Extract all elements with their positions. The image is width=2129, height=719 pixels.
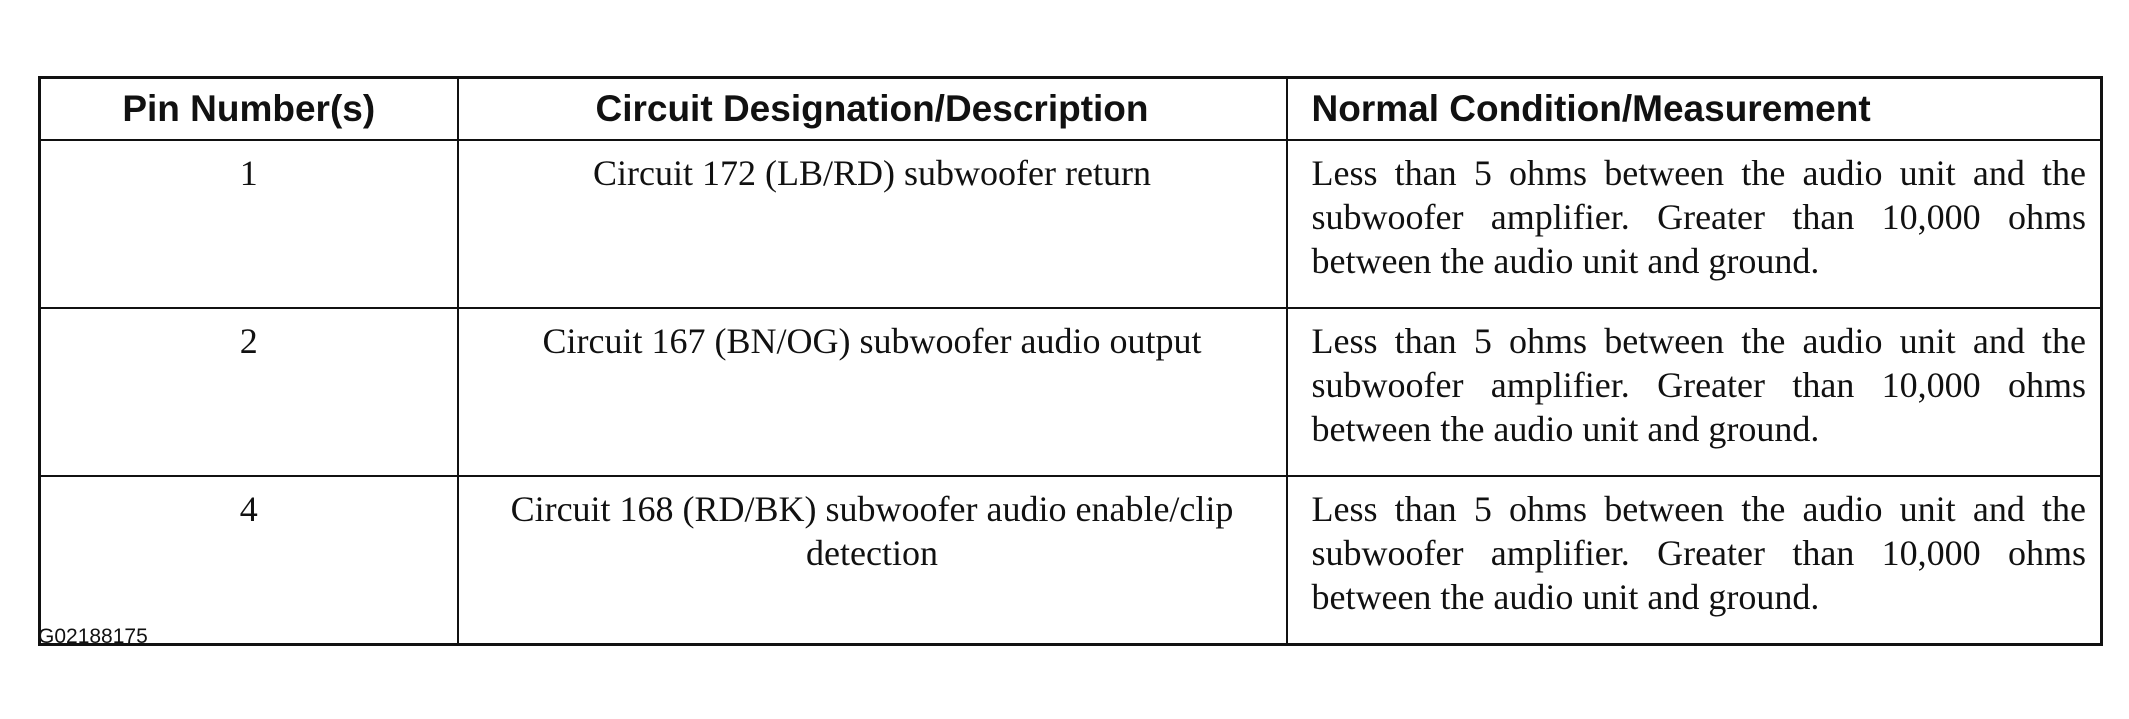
- table-header-row: Pin Number(s) Circuit Designation/Descri…: [38, 76, 2103, 141]
- pin-number-cell: 4: [38, 475, 459, 646]
- measurement-cell: Less than 5 ohms between the audio unit …: [1285, 475, 2103, 646]
- pinout-table: Pin Number(s) Circuit Designation/Descri…: [38, 76, 2103, 646]
- table-row: 1 Circuit 172 (LB/RD) subwoofer return L…: [38, 139, 2103, 309]
- pin-number-cell: 2: [38, 307, 459, 477]
- header-pin-numbers: Pin Number(s): [38, 76, 459, 141]
- pinout-table-container: Pin Number(s) Circuit Designation/Descri…: [38, 76, 2103, 646]
- table-row: 2 Circuit 167 (BN/OG) subwoofer audio ou…: [38, 307, 2103, 477]
- figure-code: G02188175: [38, 625, 148, 648]
- header-circuit-description: Circuit Designation/Description: [456, 76, 1288, 141]
- pin-number-cell: 1: [38, 139, 459, 309]
- circuit-description-cell: Circuit 172 (LB/RD) subwoofer return: [456, 139, 1288, 309]
- measurement-cell: Less than 5 ohms between the audio unit …: [1285, 139, 2103, 309]
- circuit-description-cell: Circuit 167 (BN/OG) subwoofer audio outp…: [456, 307, 1288, 477]
- circuit-description-cell: Circuit 168 (RD/BK) subwoofer audio enab…: [456, 475, 1288, 646]
- measurement-cell: Less than 5 ohms between the audio unit …: [1285, 307, 2103, 477]
- header-normal-condition: Normal Condition/Measurement: [1285, 76, 2103, 141]
- table-row: 4 Circuit 168 (RD/BK) subwoofer audio en…: [38, 475, 2103, 646]
